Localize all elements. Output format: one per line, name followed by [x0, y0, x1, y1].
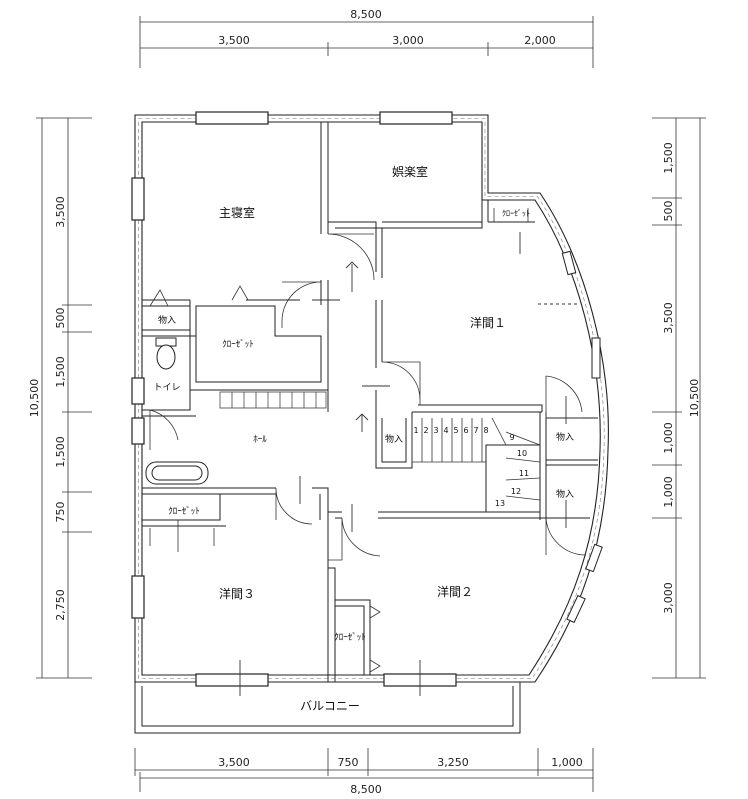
- room-label-hall: ﾎｰﾙ: [253, 434, 267, 445]
- stair-treads: [411, 417, 541, 501]
- room-label-closet-curve: ｸﾛｰｾﾞｯﾄ: [502, 209, 530, 218]
- dim-top-seg-3: 2,000: [524, 34, 556, 47]
- dim-top-total: 8,500: [350, 8, 382, 21]
- dim-right-seg-2: 500: [662, 201, 675, 222]
- stair-step-6: 6: [463, 426, 468, 435]
- dim-left-total: 10,500: [28, 379, 41, 418]
- stair-step-3: 3: [433, 426, 438, 435]
- bottom-dimensions: [134, 748, 594, 792]
- stair-upper-treads: [219, 391, 327, 409]
- sink-fixture: [145, 461, 209, 485]
- balcony-outline: [134, 682, 521, 734]
- stair-step-12: 12: [511, 487, 521, 496]
- room-label-closet-center: ｸﾛｰｾﾞｯﾄ: [222, 339, 254, 350]
- dim-left-seg-1: 3,500: [54, 196, 67, 228]
- room-label-master-bedroom: 主寝室: [219, 205, 255, 220]
- room-label-balcony: バルコニー: [300, 699, 360, 713]
- dim-left-seg-5: 750: [54, 502, 67, 523]
- room-label-closet-room2: ｸﾛｰｾﾞｯﾄ: [334, 632, 366, 643]
- dim-right-seg-3: 3,500: [662, 302, 675, 334]
- toilet-fixture: [155, 337, 177, 370]
- dim-bottom-total: 8,500: [350, 783, 382, 796]
- windows: [131, 111, 457, 687]
- dim-left-seg-3: 1,500: [54, 356, 67, 388]
- room-label-western-3: 洋間３: [219, 586, 255, 601]
- dim-right-seg-1: 1,500: [662, 142, 675, 174]
- dim-left-seg-4: 1,500: [54, 436, 67, 468]
- direction-arrows: [239, 232, 580, 696]
- dim-bottom-seg-2: 750: [338, 756, 359, 769]
- stair-step-1: 1: [413, 426, 418, 435]
- room-label-western-2: 洋間２: [437, 584, 473, 599]
- dim-right-seg-4: 1,000: [662, 422, 675, 454]
- curve-windows: [561, 250, 603, 624]
- dim-left-seg-2: 500: [54, 308, 67, 329]
- room-label-entertainment: 娯楽室: [392, 164, 428, 179]
- stair-step-13: 13: [495, 499, 505, 508]
- room-label-storage-right-2: 物入: [556, 488, 574, 500]
- left-dimensions: [36, 117, 92, 679]
- stair-step-11: 11: [519, 469, 529, 478]
- stair-step-10: 10: [517, 449, 527, 458]
- room-label-western-1: 洋間１: [470, 315, 506, 330]
- stair-step-7: 7: [473, 426, 478, 435]
- dim-bottom-seg-3: 3,250: [437, 756, 469, 769]
- dim-bottom-seg-4: 1,000: [551, 756, 583, 769]
- exterior-walls: [134, 114, 609, 683]
- room-label-storage-right-1: 物入: [556, 431, 574, 443]
- stair-step-8: 8: [483, 426, 488, 435]
- stair-step-2: 2: [423, 426, 428, 435]
- interior-walls: [142, 122, 598, 682]
- room-label-closet-room3: ｸﾛｰｾﾞｯﾄ: [168, 506, 200, 517]
- right-dimensions: [652, 117, 706, 679]
- dim-right-seg-6: 3,000: [662, 582, 675, 614]
- dim-left-seg-6: 2,750: [54, 589, 67, 621]
- door-swings: [149, 233, 587, 561]
- dim-right-total: 10,500: [688, 379, 701, 418]
- dim-bottom-seg-1: 3,500: [218, 756, 250, 769]
- room-label-storage-left: 物入: [158, 314, 176, 326]
- stair-step-4: 4: [443, 426, 448, 435]
- room-label-toilet: トイレ: [153, 383, 180, 393]
- dim-top-seg-2: 3,000: [392, 34, 424, 47]
- dim-top-seg-1: 3,500: [218, 34, 250, 47]
- wall-centerline: [138, 118, 605, 679]
- closet-rods: [149, 208, 529, 673]
- dim-right-seg-5: 1,000: [662, 476, 675, 508]
- stair-step-9: 9: [509, 433, 514, 442]
- room-label-storage-center: 物入: [385, 433, 403, 445]
- stair-step-5: 5: [453, 426, 458, 435]
- top-dimensions: [139, 16, 594, 68]
